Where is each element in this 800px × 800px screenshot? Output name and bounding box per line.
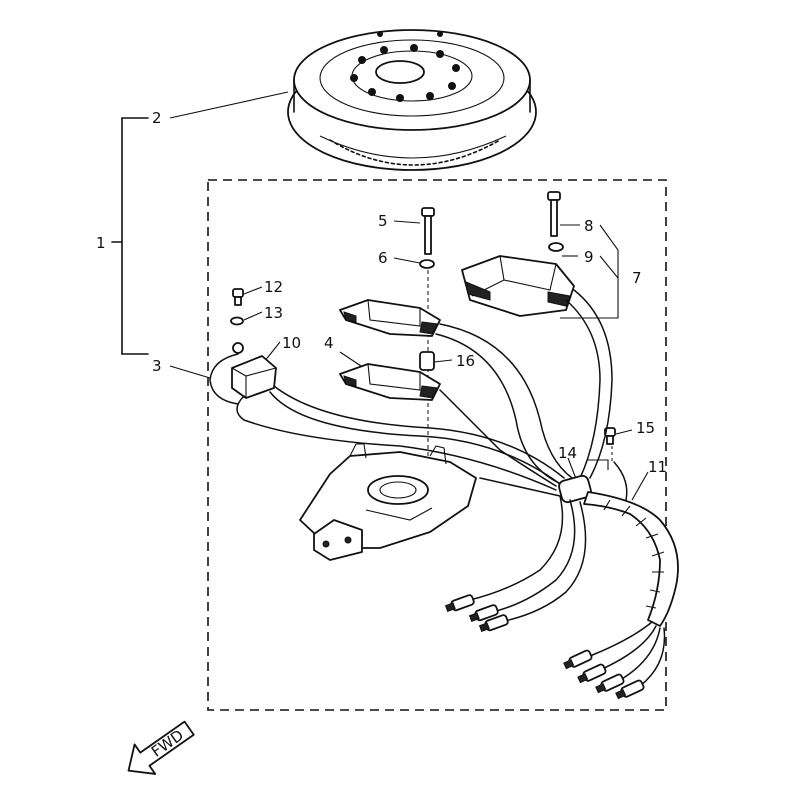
wiring-harness [209,289,679,687]
callout-6: 6 [378,249,388,267]
callout-7: 7 [632,269,642,287]
flywheel-holes [350,31,460,102]
callout-12: 12 [264,278,283,296]
washer-13 [230,316,244,326]
washer-9 [548,242,564,252]
callout-14: 14 [558,444,577,462]
callout-13: 13 [264,304,283,322]
charge-coil-4 [339,363,441,401]
callout-15: 15 [636,419,655,437]
callout-10: 10 [282,334,301,352]
flywheel [287,29,537,171]
callout-5: 5 [378,212,388,230]
pulser-coil-upper [339,299,441,337]
stator-base-plate [299,443,477,561]
callout-labels: 1 2 3 4 5 6 7 8 9 10 11 12 13 14 15 16 [96,109,667,476]
callout-11: 11 [648,458,667,476]
ignition-coil-7 [461,255,575,317]
leader-lines [169,91,649,520]
callout-2: 2 [152,109,162,127]
bolt-8 [547,191,561,237]
terminals-right [563,649,645,700]
terminals-left [444,594,509,632]
screw-12 [232,288,244,306]
bolt-5 [421,207,435,255]
callout-9: 9 [584,248,594,266]
callout-1: 1 [96,234,106,252]
assembly-boundary [207,179,667,711]
collar-16 [419,351,435,371]
callout-16: 16 [456,352,475,370]
callout-3: 3 [152,357,162,375]
fwd-direction-arrow: FWD [127,720,195,775]
rectifier-unit-10 [231,342,277,399]
callout-8: 8 [584,217,594,235]
callout-1-bracket [111,117,149,355]
washer-6 [419,259,435,269]
screw-15 [604,427,616,445]
callout-4: 4 [324,334,334,352]
